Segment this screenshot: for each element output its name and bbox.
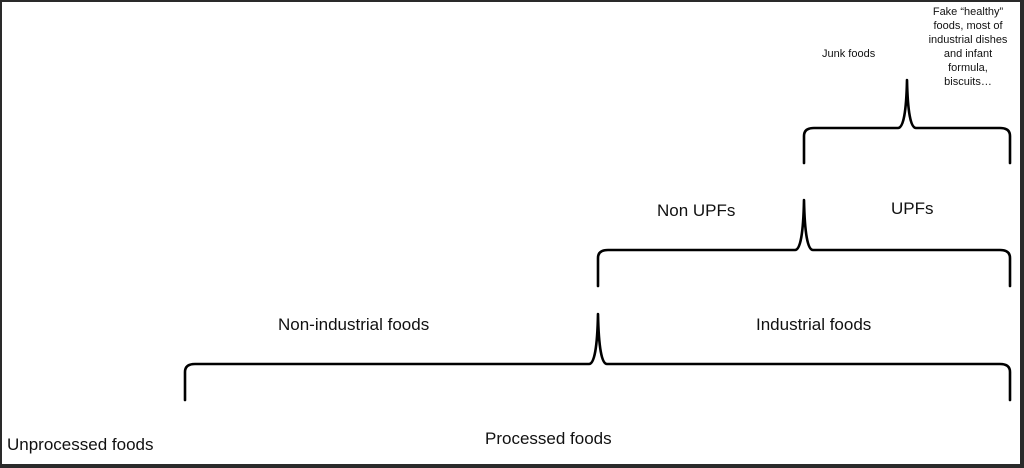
label-non-upfs: Non UPFs [657,201,736,220]
label-fake-healthy-foods: Fake “healthy” foods, most of industrial… [928,6,1008,88]
label-industrial-foods: Industrial foods [756,315,872,334]
label-processed-foods: Processed foods [485,429,612,448]
label-unprocessed-foods: Unprocessed foods [7,435,154,454]
label-junk-foods: Junk foods [822,48,876,60]
brace-upfs [802,78,1012,165]
label-upfs: UPFs [891,199,934,218]
brace-processed [183,312,1012,402]
label-non-industrial-foods: Non-industrial foods [278,315,430,334]
brace-industrial [596,198,1012,288]
